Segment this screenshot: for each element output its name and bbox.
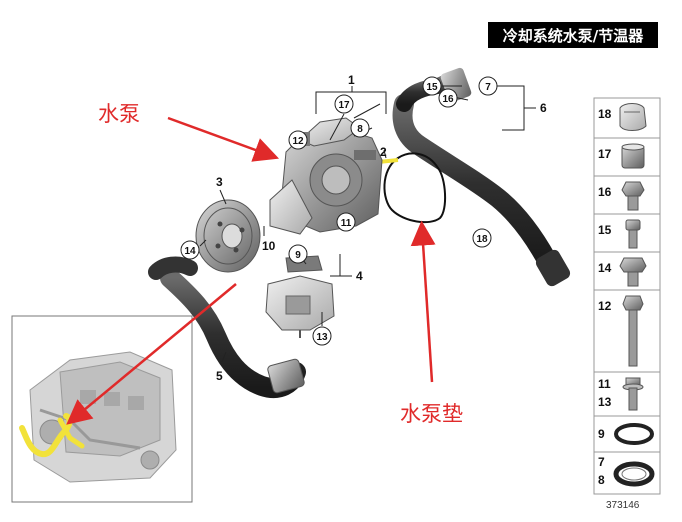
socket-screw-icon <box>625 219 641 249</box>
diagram-title: 冷却系统水泵/节温器 <box>488 22 658 48</box>
svg-text:11: 11 <box>341 218 352 229</box>
water-pump-body <box>269 117 383 235</box>
part-label-5: 5 <box>216 369 223 383</box>
legend-label-14: 14 <box>598 261 612 275</box>
svg-text:13: 13 <box>316 332 328 343</box>
legend-label-8: 8 <box>598 473 605 487</box>
part-label-2: 2 <box>380 145 387 159</box>
legend-label-12: 12 <box>598 299 612 313</box>
svg-text:7: 7 <box>485 82 491 93</box>
callout-14: 14 <box>180 240 200 260</box>
part-label-10: 10 <box>262 239 276 253</box>
svg-text:18: 18 <box>476 234 488 245</box>
svg-text:9: 9 <box>295 250 301 261</box>
callout-11: 11 <box>336 212 356 232</box>
callout-arrows <box>66 116 436 425</box>
svg-text:16: 16 <box>442 94 454 105</box>
part-label-1: 1 <box>348 73 355 87</box>
upper-hose <box>392 67 571 287</box>
legend-label-18: 18 <box>598 107 612 121</box>
hex-bolt-short-icon <box>621 181 645 211</box>
hex-bolt-icon <box>619 257 647 287</box>
legend-label-15: 15 <box>598 223 612 237</box>
part-label-4: 4 <box>356 269 363 283</box>
lower-hose <box>148 256 306 399</box>
callout-7: 7 <box>478 76 498 96</box>
callout-9: 9 <box>288 244 308 264</box>
svg-text:12: 12 <box>292 136 304 147</box>
parts-legend: 18 17 16 15 14 12 11 1 <box>593 97 661 511</box>
callout-15: 15 <box>422 76 442 96</box>
gasket-loop <box>377 152 446 224</box>
callout-8: 8 <box>350 118 370 138</box>
callout-12: 12 <box>288 130 308 150</box>
svg-text:15: 15 <box>426 82 438 93</box>
circled-callouts: 17 8 12 15 16 7 11 14 9 13 18 <box>180 76 498 346</box>
part-label-6: 6 <box>540 101 547 115</box>
clip-icon <box>619 103 647 131</box>
svg-text:8: 8 <box>357 124 363 135</box>
engine-inset <box>11 315 193 503</box>
seal-ring-icon <box>613 461 655 487</box>
part-label-3: 3 <box>216 175 223 189</box>
callout-18: 18 <box>472 228 492 248</box>
pulley <box>195 199 261 273</box>
reference-number: 373146 <box>606 500 640 511</box>
callout-13: 13 <box>312 326 332 346</box>
part-number-labels: 1 2 3 4 5 6 10 <box>216 73 547 383</box>
long-bolt-icon <box>622 295 644 367</box>
legend-label-17: 17 <box>598 147 612 161</box>
legend-label-11: 11 <box>598 377 611 391</box>
legend-label-9: 9 <box>598 427 605 441</box>
svg-text:17: 17 <box>338 100 350 111</box>
legend-label-13: 13 <box>598 395 612 409</box>
callout-16: 16 <box>438 88 458 108</box>
water-pump-gasket-callout: 水泵垫 <box>400 402 463 426</box>
sleeve-icon <box>621 143 645 169</box>
legend-label-7: 7 <box>598 455 605 469</box>
thermostat <box>265 255 335 338</box>
o-ring-icon <box>614 423 654 445</box>
flange-bolt-icon <box>622 377 644 411</box>
callout-17: 17 <box>334 94 354 114</box>
legend-label-16: 16 <box>598 185 612 199</box>
water-pump-callout: 水泵 <box>98 102 140 126</box>
leader-lines <box>199 85 536 363</box>
svg-text:14: 14 <box>184 246 196 257</box>
